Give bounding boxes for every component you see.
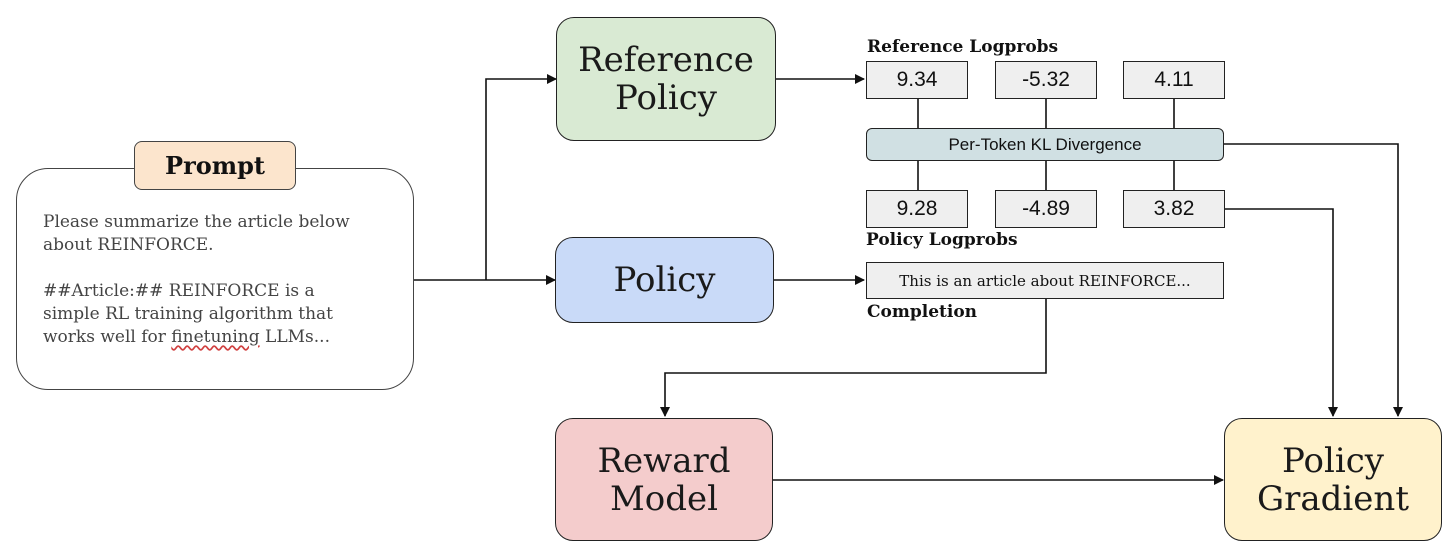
reference-logprob-value: 4.11	[1123, 61, 1225, 99]
policy-gradient-node: Policy Gradient	[1224, 418, 1442, 541]
arrow-prompt-to-reference	[485, 74, 557, 280]
prompt-misspelled-word: finetuning	[171, 327, 260, 347]
completion-box: This is an article about REINFORCE...	[866, 262, 1224, 299]
arrow-kl-to-gradient	[1224, 143, 1403, 417]
reference-logprob-value: -5.32	[995, 61, 1097, 99]
reference-policy-node: Reference Policy	[556, 17, 776, 141]
policy-logprob-value: 3.82	[1123, 190, 1225, 228]
prompt-panel	[16, 168, 414, 390]
reward-model-node: Reward Model	[555, 418, 773, 541]
prompt-text: Please summarize the article below about…	[43, 211, 393, 349]
policy-logprob-value: -4.89	[995, 190, 1097, 228]
reference-logprob-value: 9.34	[866, 61, 968, 99]
policy-node: Policy	[555, 237, 774, 323]
prompt-text-body: Please summarize the article below about…	[43, 212, 350, 347]
prompt-tag: Prompt	[134, 141, 296, 190]
arrow-logprob-to-gradient	[1224, 208, 1338, 417]
policy-logprobs-label: Policy Logprobs	[866, 230, 1018, 250]
reference-logprobs-label: Reference Logprobs	[867, 37, 1059, 57]
arrow-completion-to-reward	[660, 299, 1047, 417]
policy-logprob-value: 9.28	[866, 190, 968, 228]
prompt-text-end: LLMs...	[259, 327, 330, 347]
kl-divergence-bar: Per-Token KL Divergence	[866, 128, 1224, 161]
completion-label: Completion	[867, 302, 978, 322]
